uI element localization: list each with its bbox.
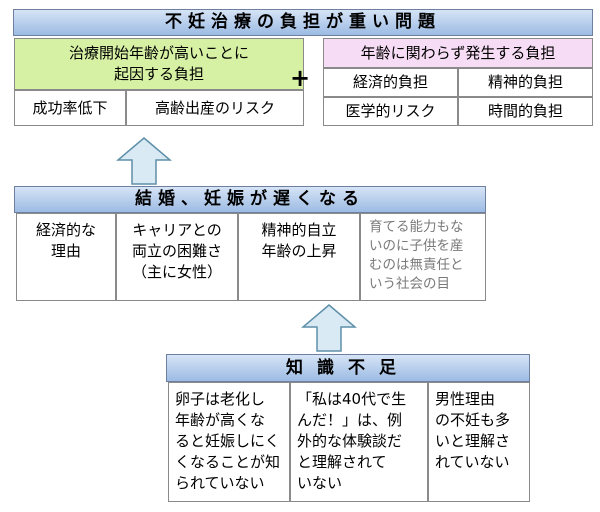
middle-item-2: キャリアとの 両立の困難さ （主に女性） (116, 213, 238, 301)
middle-item-1: 経済的な 理由 (16, 213, 116, 301)
right-item-1: 経済的負担 (323, 68, 458, 97)
right-burden-header: 年齢に関わらず発生する負担 (323, 38, 593, 68)
left-burden-header: 治療開始年齢が高いことに 起因する負担 (14, 38, 304, 90)
top-title: 不妊治療の負担が重い問題 (13, 9, 593, 36)
bottom-title: 知識不足 (166, 354, 530, 382)
bottom-item-2: 「私は40代で生 んだ！」は、例 外的な体験談だ と理解されて いない (290, 382, 428, 502)
right-item-3: 医学的リスク (323, 97, 458, 126)
left-item-2: 高齢出産のリスク (126, 90, 304, 126)
bottom-item-3: 男性理由 の不妊も多 いと理解さ れていない (428, 382, 530, 502)
middle-title: 結婚、妊娠が遅くなる (14, 186, 486, 213)
up-arrow-icon (301, 304, 357, 352)
middle-item-4: 育てる能力もな いのに子供を産 むのは無責任と いう社会の目 (360, 213, 486, 301)
left-item-1: 成功率低下 (14, 90, 126, 126)
up-arrow-icon (116, 137, 172, 185)
middle-item-3: 精神的自立 年齢の上昇 (238, 213, 360, 301)
right-item-2: 精神的負担 (458, 68, 593, 97)
plus-sign: + (289, 64, 311, 92)
right-item-4: 時間的負担 (458, 97, 593, 126)
bottom-item-1: 卵子は老化し 年齢が高くな ると妊娠しにく くなることが知 られていない (168, 382, 290, 502)
